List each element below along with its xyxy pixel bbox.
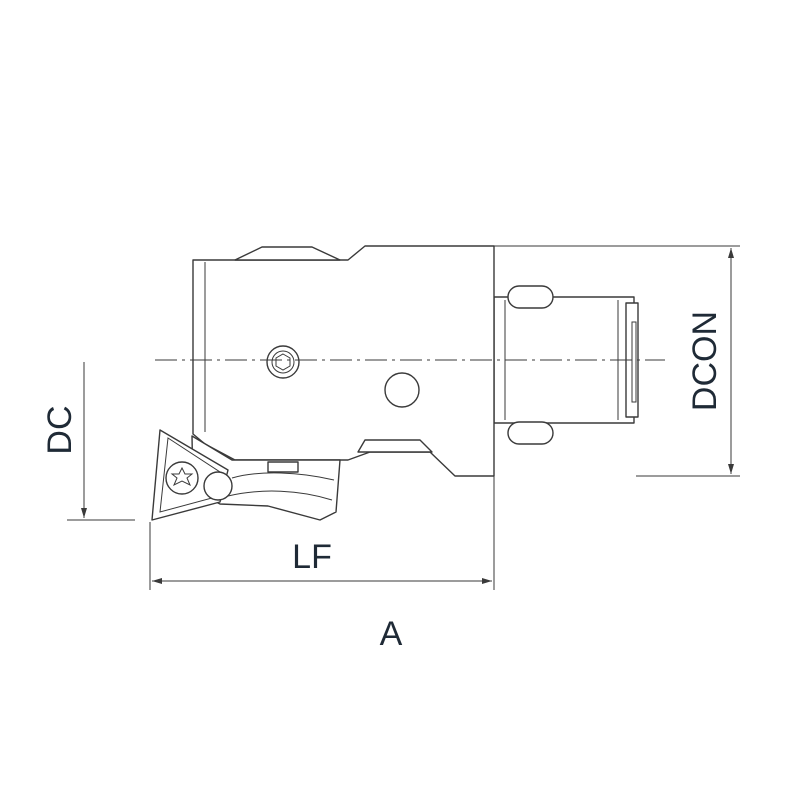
insert-lock-pin bbox=[203, 471, 233, 501]
lf-label: LF bbox=[292, 538, 332, 576]
shank-slot bbox=[631, 321, 637, 403]
shank bbox=[493, 285, 639, 445]
dc-label: DC bbox=[41, 405, 79, 454]
clamp-screw-head bbox=[271, 350, 295, 374]
length-dimension: LF A bbox=[149, 476, 495, 653]
torx-icon bbox=[170, 466, 194, 487]
insert-screw bbox=[165, 461, 199, 495]
shank-key-top bbox=[507, 285, 554, 309]
hex-socket-icon bbox=[275, 353, 291, 371]
seat-clamp-block bbox=[267, 461, 299, 473]
coolant-hole bbox=[384, 372, 420, 408]
dcon-dimension: DCON bbox=[494, 245, 740, 477]
head-bevel-top bbox=[234, 246, 341, 261]
shank-key-bottom bbox=[507, 421, 554, 445]
dc-dimension: DC bbox=[41, 362, 135, 521]
a-label: A bbox=[380, 615, 403, 653]
head-body bbox=[192, 245, 495, 477]
insert-assembly bbox=[151, 429, 341, 521]
dcon-label: DCON bbox=[686, 311, 724, 411]
seat-contour bbox=[227, 490, 333, 501]
tool-head bbox=[192, 245, 495, 477]
seat-contour bbox=[231, 472, 335, 481]
head-chip-pocket bbox=[357, 439, 433, 453]
